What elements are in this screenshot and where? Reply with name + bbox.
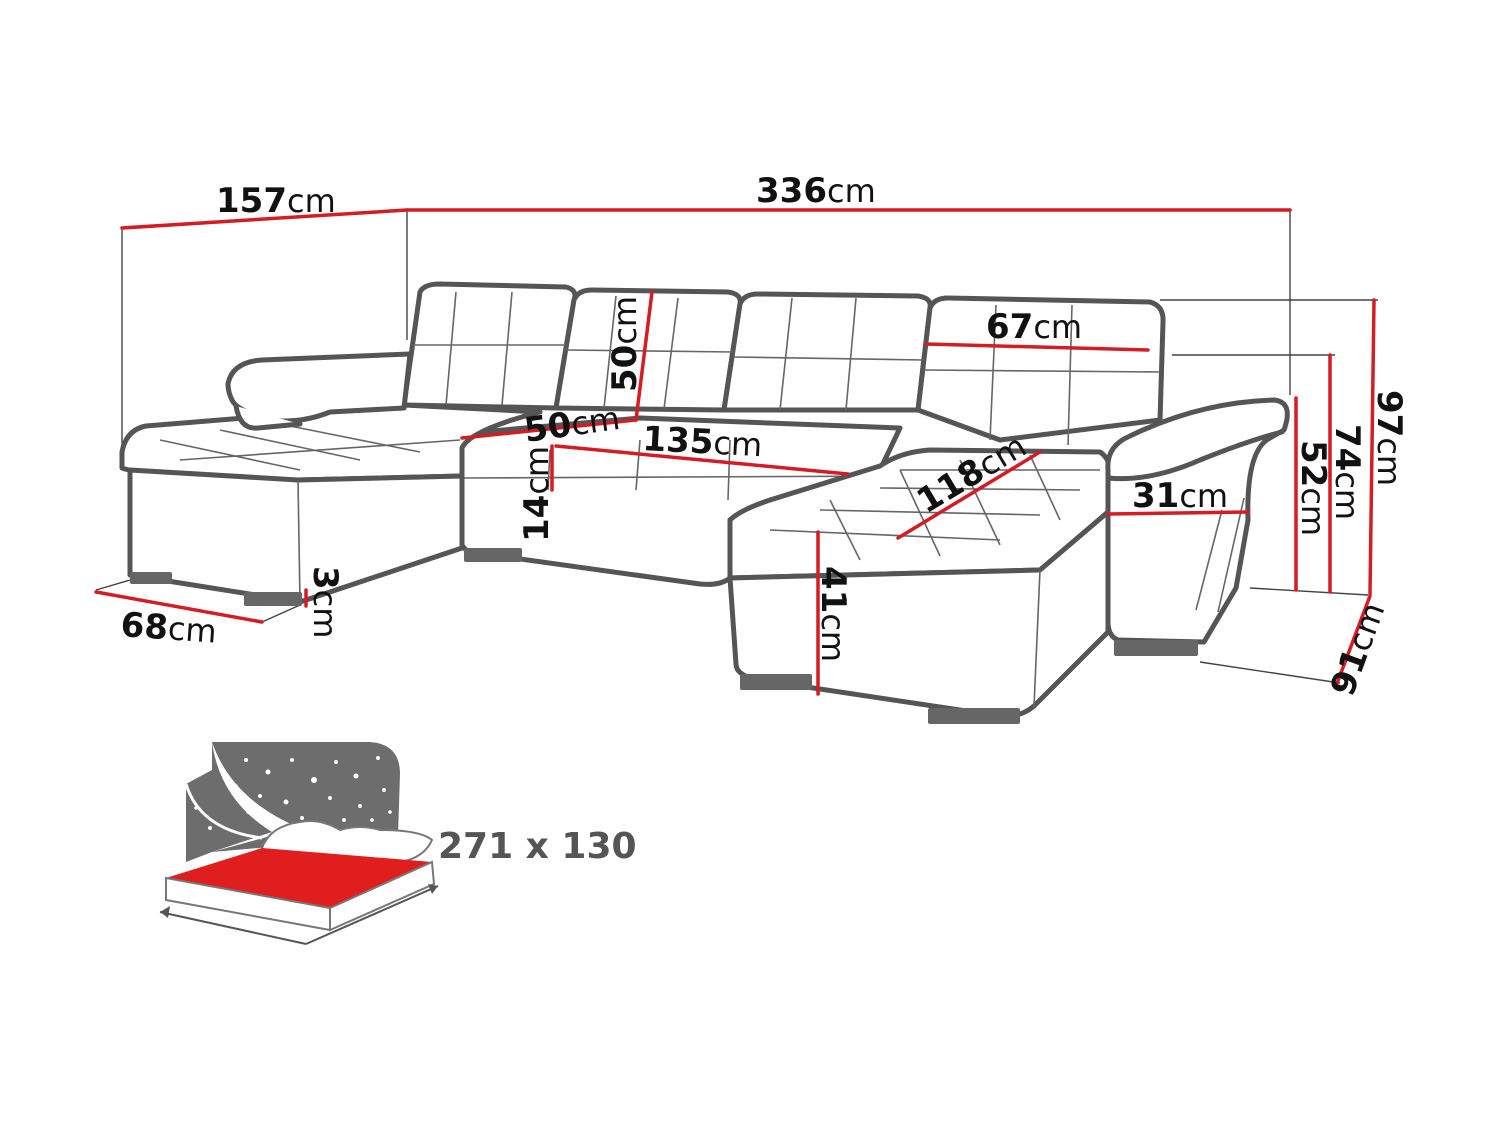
back-cushion-3	[721, 291, 933, 413]
label-52: 52cm	[1293, 440, 1333, 536]
guide-lines	[95, 210, 1378, 684]
bed-night-icon	[159, 742, 439, 945]
label-41: 41cm	[813, 566, 853, 662]
measure-97	[1368, 298, 1376, 596]
label-67: 67cm	[986, 307, 1082, 347]
right-armrest	[1105, 397, 1290, 645]
measure-157	[120, 208, 409, 230]
sofa-drawing	[119, 281, 1290, 724]
label-97: 97cm	[1369, 390, 1409, 486]
label-14: 14cm	[517, 446, 557, 542]
back-cushion-4	[915, 295, 1166, 443]
label-74: 74cm	[1327, 424, 1367, 520]
measurement-lines	[94, 208, 1376, 696]
left-chaise-base	[127, 467, 465, 605]
left-armrest	[225, 351, 413, 424]
label-68: 68cm	[119, 605, 218, 652]
label-50-height: 50cm	[605, 296, 645, 392]
stars	[194, 756, 392, 830]
label-31: 31cm	[1132, 476, 1228, 516]
measure-118	[896, 450, 1042, 540]
back-cushion-1	[401, 281, 578, 411]
leg	[464, 548, 522, 562]
label-336: 336cm	[756, 171, 876, 211]
measure-67	[924, 342, 1150, 352]
back-tufting	[412, 291, 1161, 446]
label-157: 157cm	[216, 181, 336, 221]
sleeping-area-label: 271 x 130	[438, 826, 637, 867]
measure-135	[554, 444, 850, 476]
measure-68	[94, 590, 264, 624]
label-50-depth: 50cm	[522, 398, 623, 451]
label-3: 3cm	[305, 566, 345, 638]
measure-91	[1334, 594, 1372, 688]
measure-31	[1106, 510, 1250, 516]
dimension-labels: 157cm 336cm 50cm 50cm 67cm 135cm 118cm 1…	[119, 171, 1409, 701]
measure-50-height	[634, 290, 654, 422]
measure-50-depth	[460, 418, 638, 440]
label-91: 91cm	[1323, 597, 1393, 701]
label-135: 135cm	[642, 419, 764, 465]
